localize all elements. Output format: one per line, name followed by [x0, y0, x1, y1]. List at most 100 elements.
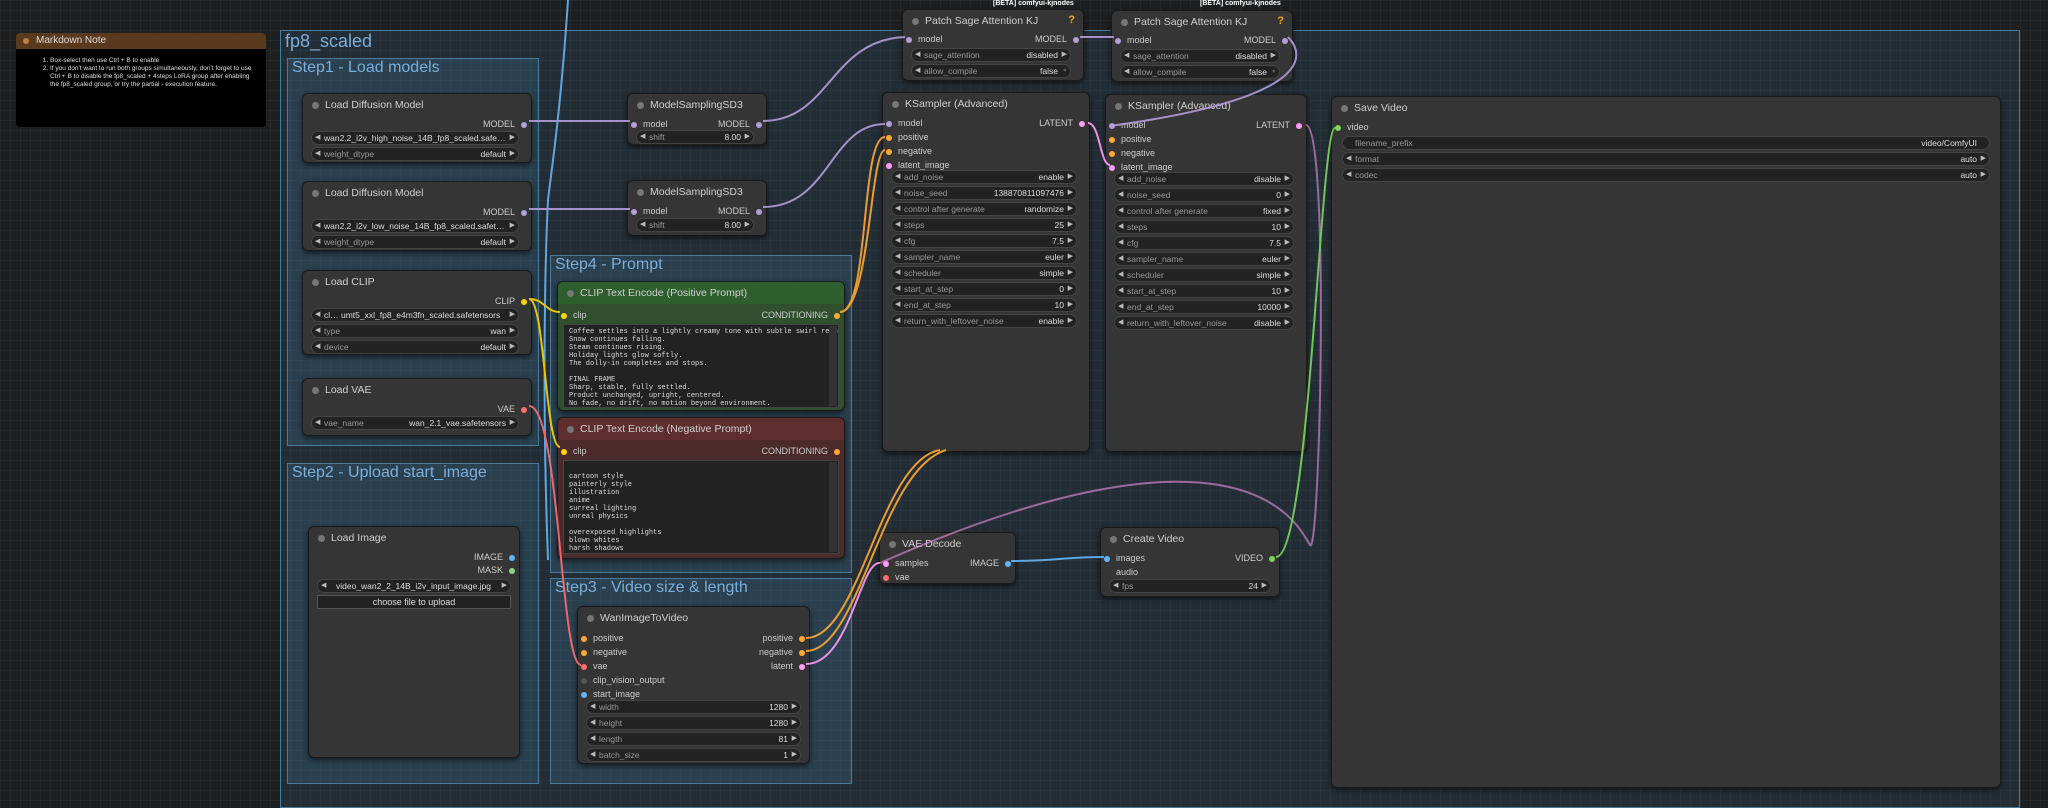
negative-input[interactable]: negative [886, 146, 932, 156]
negative-input[interactable]: negative [581, 647, 627, 657]
latent-output[interactable]: latent [771, 661, 805, 671]
input-dot-icon[interactable] [1109, 150, 1115, 157]
wan-image-to-video-node[interactable]: WanImageToVideo positive negative vae cl… [577, 606, 810, 764]
model-input[interactable]: model [906, 34, 943, 44]
vae-output[interactable]: VAE [498, 404, 527, 414]
mask-output[interactable]: MASK [477, 565, 515, 575]
input-dot-icon[interactable] [1109, 122, 1115, 129]
clip-output[interactable]: CLIP [495, 296, 527, 306]
input-dot-icon[interactable] [1115, 37, 1121, 44]
clip-input[interactable]: clip [561, 310, 587, 320]
latent-output[interactable]: LATENT [1039, 118, 1085, 128]
video-input[interactable]: video [1335, 122, 1369, 132]
prompt-textarea[interactable]: Coffee settles into a lightly creamy ton… [563, 324, 839, 408]
load-diffusion-model-node[interactable]: Load Diffusion Model MODEL wan2.2_i2v_hi… [302, 93, 532, 163]
image-output[interactable]: IMAGE [474, 552, 515, 562]
clip-input[interactable]: clip [561, 446, 587, 456]
positive-prompt-node[interactable]: CLIP Text Encode (Positive Prompt) clip … [557, 281, 845, 411]
model-output[interactable]: MODEL [483, 207, 527, 217]
output-dot-icon[interactable] [509, 567, 515, 574]
positive-input[interactable]: positive [581, 633, 624, 643]
images-input[interactable]: images [1104, 553, 1145, 563]
negative-prompt-node[interactable]: CLIP Text Encode (Negative Prompt) clip … [557, 417, 845, 559]
input-dot-icon[interactable] [886, 134, 892, 141]
output-dot-icon[interactable] [799, 649, 805, 656]
video-output[interactable]: VIDEO [1235, 553, 1275, 563]
input-dot-icon[interactable] [906, 36, 912, 43]
vae-input[interactable]: vae [883, 572, 910, 582]
input-dot-icon[interactable] [581, 649, 587, 656]
input-dot-icon[interactable] [1109, 164, 1115, 171]
start-image-input[interactable]: start_image [581, 689, 640, 699]
model-input[interactable]: model [1109, 120, 1146, 130]
input-dot-icon[interactable] [1104, 555, 1110, 562]
load-clip-node[interactable]: Load CLIP CLIP cl… umt5_xxl_fp8_e4m3fn_s… [302, 270, 532, 355]
latent-output[interactable]: LATENT [1256, 120, 1302, 130]
upload-button[interactable]: choose file to upload [317, 595, 511, 609]
prompt-textarea[interactable]: cartoon style painterly style illustrati… [563, 460, 839, 554]
model-output[interactable]: MODEL [1244, 35, 1288, 45]
output-dot-icon[interactable] [521, 121, 527, 128]
conditioning-output[interactable]: CONDITIONING [762, 446, 840, 456]
model-input[interactable]: model [1115, 35, 1152, 45]
model-input[interactable]: model [886, 118, 923, 128]
output-dot-icon[interactable] [1282, 37, 1288, 44]
clip-vision-output-input[interactable]: clip_vision_output [581, 675, 665, 685]
model-input[interactable]: model [631, 206, 668, 216]
vae-input[interactable]: vae [581, 661, 608, 671]
output-dot-icon[interactable] [1269, 555, 1275, 562]
image-output[interactable]: IMAGE [970, 558, 1011, 568]
input-dot-icon[interactable] [1104, 570, 1110, 576]
input-dot-icon[interactable] [886, 148, 892, 155]
load-diffusion-model-node[interactable]: Load Diffusion Model MODEL wan2.2_i2v_lo… [302, 181, 532, 251]
input-dot-icon[interactable] [561, 448, 567, 455]
input-dot-icon[interactable] [581, 691, 587, 698]
output-dot-icon[interactable] [834, 448, 840, 455]
output-dot-icon[interactable] [834, 312, 840, 319]
model-output[interactable]: MODEL [718, 119, 762, 129]
output-dot-icon[interactable] [1079, 120, 1085, 127]
patch-sage-attention-node[interactable]: Patch Sage Attention KJ ? model MODEL sa… [1111, 10, 1293, 82]
output-dot-icon[interactable] [1296, 122, 1302, 129]
conditioning-output[interactable]: CONDITIONING [762, 310, 840, 320]
note-header[interactable]: Markdown Note [16, 33, 266, 49]
output-dot-icon[interactable] [521, 406, 527, 413]
input-dot-icon[interactable] [886, 162, 892, 169]
input-dot-icon[interactable] [581, 677, 587, 684]
input-dot-icon[interactable] [581, 635, 587, 642]
output-dot-icon[interactable] [756, 208, 762, 215]
input-dot-icon[interactable] [883, 574, 889, 581]
input-dot-icon[interactable] [883, 560, 889, 567]
audio-input[interactable]: audio [1104, 567, 1138, 577]
